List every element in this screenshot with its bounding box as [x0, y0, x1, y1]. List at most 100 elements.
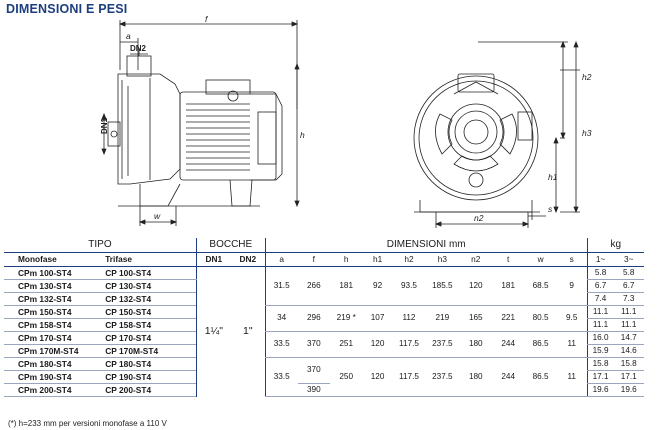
cell-kg-3ph: 11.1: [613, 305, 644, 319]
model-monofase: CPm 130-ST4: [4, 279, 100, 293]
cell-w: 68.5: [524, 266, 557, 306]
header-dimensioni: DIMENSIONI mm: [264, 238, 588, 253]
model-trifase: CP 180-ST4: [99, 357, 197, 371]
header-h3: h3: [425, 252, 460, 267]
dim-label-h2: h2: [582, 72, 592, 82]
cell-h2: 93.5: [392, 266, 426, 306]
dimensions-weights-table: TIPO BOCCHE DIMENSIONI mm kg Monofase Tr…: [4, 238, 644, 397]
header-kg: kg: [586, 238, 644, 253]
model-monofase: CPm 180-ST4: [4, 357, 100, 371]
model-monofase: CPm 150-ST4: [4, 305, 100, 319]
cell-t: 244: [491, 331, 525, 358]
cell-h: 250: [330, 357, 363, 397]
header-h2: h2: [392, 252, 426, 267]
table-row: CPm 200-ST4 CP 200-ST4 390 19.6 19.6: [4, 383, 644, 397]
cell-a: 33.5: [264, 357, 298, 397]
cell-s: 11: [556, 357, 588, 397]
cell-h: 181: [330, 266, 363, 306]
dim-label-s: s: [548, 204, 553, 214]
cell-t: 221: [491, 305, 525, 332]
cell-h1: 120: [362, 331, 393, 358]
cell-s: 9: [556, 266, 588, 306]
header-w: w: [524, 252, 557, 267]
cell-h2: 112: [392, 305, 426, 332]
table-row: CPm 170-ST4 CP 170-ST4 33.5 370 251 120 …: [4, 331, 644, 358]
dim-label-n2: n2: [474, 213, 484, 223]
cell-kg-3ph: 17.1: [613, 370, 644, 384]
cell-n2: 120: [459, 266, 492, 306]
header-kg-3ph: 3~: [613, 252, 644, 267]
cell-h: 251: [330, 331, 363, 358]
cell-kg-3ph: 14.7: [613, 331, 644, 345]
dim-label-dn1: DN1: [100, 117, 109, 134]
cell-h2: 117.5: [392, 331, 426, 358]
cell-kg-1ph: 6.7: [586, 279, 614, 293]
cell-kg-1ph: 15.9: [586, 344, 614, 358]
footnote: (*) h=233 mm per versioni monofase a 110…: [8, 419, 167, 428]
cell-s: 9.5: [556, 305, 588, 332]
model-trifase: CP 200-ST4: [99, 383, 197, 397]
cell-t: 181: [491, 266, 525, 306]
cell-kg-1ph: 17.1: [586, 370, 614, 384]
model-monofase: CPm 170M-ST4: [4, 344, 100, 358]
header-a: a: [264, 252, 298, 267]
model-monofase: CPm 190-ST4: [4, 370, 100, 384]
dim-label-h3: h3: [582, 128, 592, 138]
table-row: CPm 170M-ST4 CP 170M-ST4 15.9 14.6: [4, 344, 644, 358]
table-row: CPm 158-ST4 CP 158-ST4 11.1 11.1: [4, 318, 644, 332]
cell-a: 33.5: [264, 331, 298, 358]
header-dn1: DN1: [195, 252, 231, 267]
table-row: CPm 180-ST4 CP 180-ST4 33.5 370 250 120 …: [4, 357, 644, 397]
pump-dimension-drawing: f a DN2 DN1 h w h2 h3 h1 n2 s: [100, 14, 592, 228]
header-monofase: Monofase: [4, 252, 100, 267]
model-trifase: CP 130-ST4: [99, 279, 197, 293]
cell-kg-1ph: 19.6: [586, 383, 614, 397]
cell-w: 86.5: [524, 357, 557, 397]
cell-kg-1ph: 15.8: [586, 357, 614, 371]
header-t: t: [491, 252, 525, 267]
cell-kg-3ph: 7.3: [613, 292, 644, 306]
cell-kg-1ph: 11.1: [586, 318, 614, 332]
table-row: CPm 190-ST4 CP 190-ST4 17.1 17.1: [4, 370, 644, 384]
dim-label-f: f: [205, 14, 209, 24]
model-monofase: CPm 200-ST4: [4, 383, 100, 397]
model-monofase: CPm 170-ST4: [4, 331, 100, 345]
model-trifase: CP 170-ST4: [99, 331, 197, 345]
header-tipo: TIPO: [4, 238, 197, 253]
table-row: CPm 100-ST4 CP 100-ST4 1¼" 1" 31.5 266 1…: [4, 266, 644, 396]
dim-label-a: a: [126, 31, 131, 41]
cell-a: 34: [264, 305, 298, 332]
header-n2: n2: [459, 252, 492, 267]
cell-a: 31.5: [264, 266, 298, 306]
model-monofase: CPm 132-ST4: [4, 292, 100, 306]
model-trifase: CP 170M-ST4: [99, 344, 197, 358]
cell-f: 296: [297, 305, 331, 332]
header-h: h: [330, 252, 363, 267]
cell-kg-3ph: 19.6: [613, 383, 644, 397]
table-row: CPm 130-ST4 CP 130-ST4 6.7 6.7: [4, 279, 644, 293]
cell-n2: 180: [459, 331, 492, 358]
cell-t: 244: [491, 357, 525, 397]
cell-kg-3ph: 15.8: [613, 357, 644, 371]
model-monofase: CPm 158-ST4: [4, 318, 100, 332]
model-trifase: CP 100-ST4: [99, 266, 197, 280]
cell-h3: 237.5: [425, 357, 460, 397]
header-trifase: Trifase: [99, 252, 197, 267]
cell-h1: 92: [362, 266, 393, 306]
cell-kg-3ph: 14.6: [613, 344, 644, 358]
table-row: CPm 132-ST4 CP 132-ST4 7.4 7.3: [4, 292, 644, 306]
header-h1: h1: [362, 252, 393, 267]
dim-label-h1: h1: [548, 172, 558, 182]
page-title: DIMENSIONI E PESI: [6, 2, 128, 16]
header-dn2: DN2: [230, 252, 266, 267]
cell-w: 80.5: [524, 305, 557, 332]
model-trifase: CP 158-ST4: [99, 318, 197, 332]
dim-label-dn2: DN2: [130, 44, 147, 53]
model-trifase: CP 132-ST4: [99, 292, 197, 306]
cell-f: 370: [297, 357, 331, 384]
header-f: f: [297, 252, 331, 267]
cell-h2: 117.5: [392, 357, 426, 397]
dim-label-h: h: [300, 130, 305, 140]
header-s: s: [556, 252, 588, 267]
cell-f: 266: [297, 266, 331, 306]
